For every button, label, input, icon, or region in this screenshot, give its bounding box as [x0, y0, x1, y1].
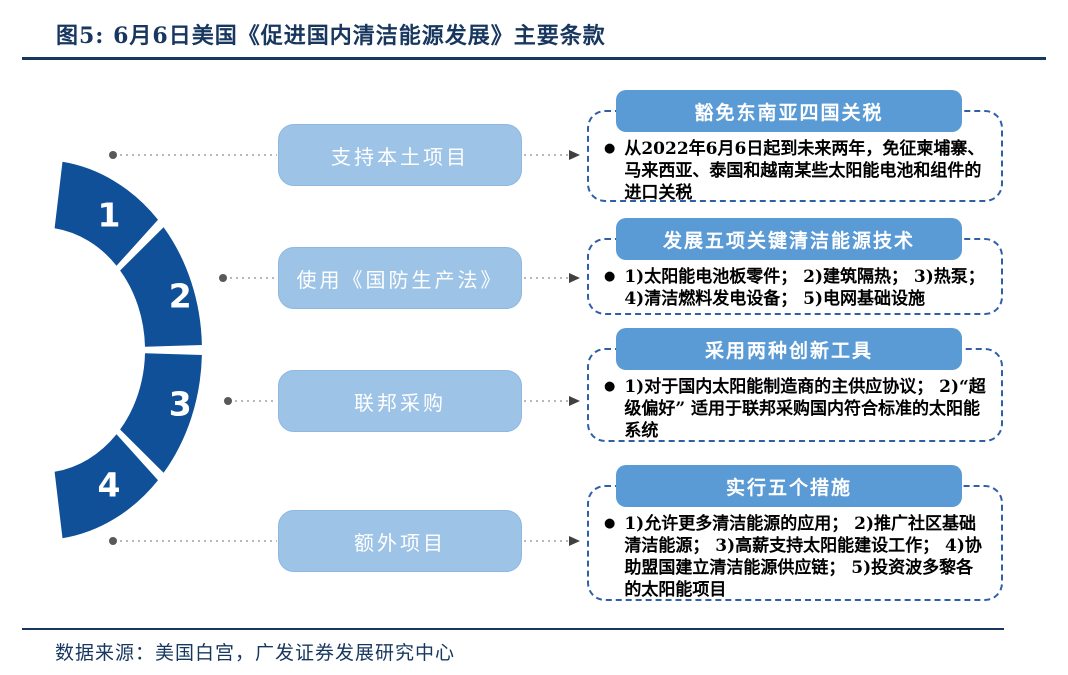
bullet-dot-icon: ●: [604, 516, 616, 531]
connector-dot: [224, 397, 232, 405]
donut-segment-2: [120, 227, 202, 347]
detail-text-3: 1)对于国内太阳能制造商的主供应协议； 2)“超级偏好” 适用于联邦采购国内符合…: [624, 377, 986, 441]
arrowhead-icon: [569, 536, 580, 546]
connector-dot: [109, 537, 117, 545]
branch-box-1: 支持本土项目: [278, 124, 522, 186]
title-divider: [22, 57, 1046, 60]
connector-dot: [109, 151, 117, 159]
detail-body-3: ● 1)对于国内太阳能制造商的主供应协议； 2)“超级偏好” 适用于联邦采购国内…: [589, 350, 1001, 442]
detail-header-2: 发展五项关键清洁能源技术: [616, 218, 962, 260]
detail-body-2: ● 1)太阳能电池板零件； 2)建筑隔热； 3)热泵； 4)清洁燃料发电设备； …: [589, 240, 1001, 310]
bullet-dot-icon: ●: [604, 269, 616, 284]
detail-body-4: ● 1)允许更多清洁能源的应用； 2)推广社区基础清洁能源； 3)高薪支持太阳能…: [589, 487, 1001, 601]
detail-box-1: 豁免东南亚四国关税 ● 从2022年6月6日起到未来两年，免征柬埔寨、马来西亚、…: [587, 90, 1003, 204]
bullet-dot-icon: ●: [604, 141, 616, 156]
detail-header-4: 实行五个措施: [616, 465, 962, 507]
detail-header-3: 采用两种创新工具: [616, 328, 962, 370]
donut-segment-3: [120, 353, 202, 473]
branch-box-3: 联邦采购: [278, 370, 522, 432]
branch-box-2: 使用《国防生产法》: [278, 247, 522, 309]
arrowhead-icon: [569, 396, 580, 406]
connector-dot: [219, 274, 227, 282]
detail-box-4: 实行五个措施 ● 1)允许更多清洁能源的应用； 2)推广社区基础清洁能源； 3)…: [587, 465, 1003, 601]
arrowhead-icon: [569, 150, 580, 160]
detail-text-4: 1)允许更多清洁能源的应用； 2)推广社区基础清洁能源； 3)高薪支持太阳能建设…: [624, 514, 982, 600]
detail-box-2: 发展五项关键清洁能源技术 ● 1)太阳能电池板零件； 2)建筑隔热； 3)热泵；…: [587, 218, 1003, 315]
detail-text-1: 从2022年6月6日起到未来两年，免征柬埔寨、马来西亚、泰国和越南某些太阳能电池…: [624, 139, 985, 203]
detail-box-3: 采用两种创新工具 ● 1)对于国内太阳能制造商的主供应协议； 2)“超级偏好” …: [587, 328, 1003, 442]
detail-body-1: ● 从2022年6月6日起到未来两年，免征柬埔寨、马来西亚、泰国和越南某些太阳能…: [589, 112, 1001, 204]
figure-title: 图5: 6月6日美国《促进国内清洁能源发展》主要条款: [56, 23, 606, 49]
source-note: 数据来源：美国白宫，广发证券发展研究中心: [55, 642, 456, 664]
donut-segment-label: 3: [169, 385, 192, 424]
donut-segment-label: 4: [98, 466, 121, 505]
donut-segment-4: [54, 434, 158, 539]
detail-text-2: 1)太阳能电池板零件； 2)建筑隔热； 3)热泵； 4)清洁燃料发电设备； 5)…: [624, 267, 985, 309]
donut-segment-1: [54, 161, 158, 266]
bullet-dot-icon: ●: [604, 379, 616, 394]
detail-header-1: 豁免东南亚四国关税: [616, 90, 962, 132]
branch-box-4: 额外项目: [278, 510, 522, 572]
source-divider: [22, 628, 1004, 630]
donut-segment-label: 2: [169, 276, 192, 315]
donut-segment-label: 1: [98, 196, 121, 235]
arrowhead-icon: [569, 273, 580, 283]
